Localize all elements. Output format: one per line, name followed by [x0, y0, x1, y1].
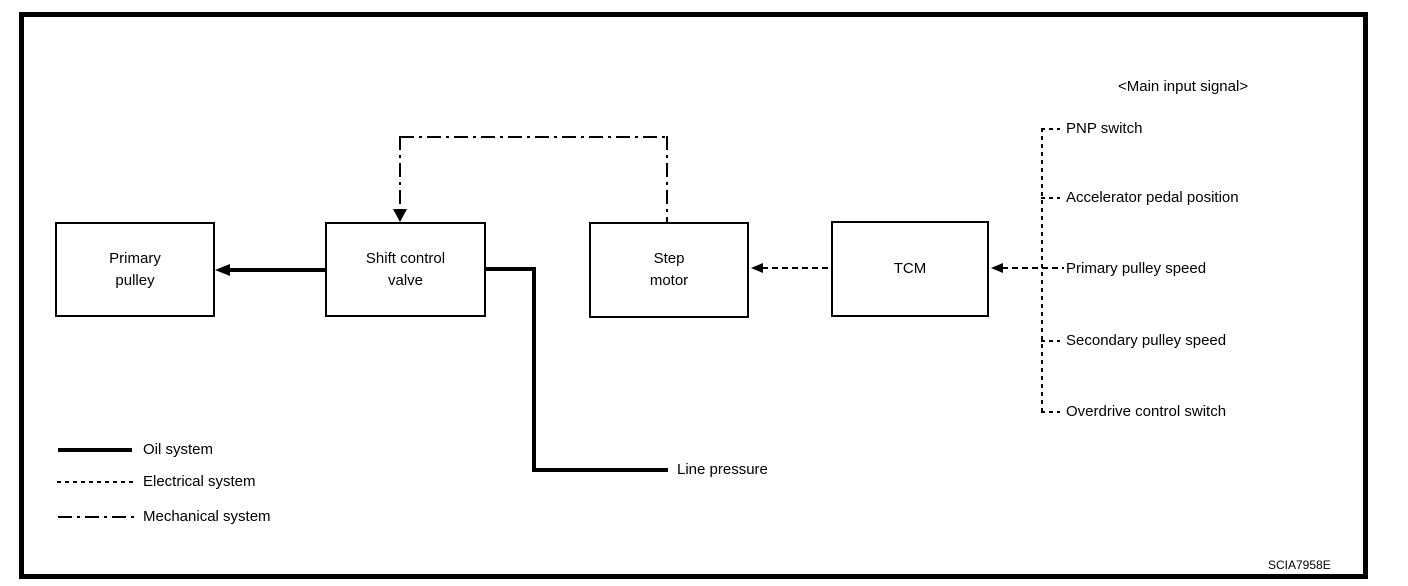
main-input-bus-line [1041, 128, 1043, 413]
box-shift-control-valve-label-line1: Shift control [365, 249, 446, 267]
main-input-tick-5 [1041, 411, 1060, 413]
main-input-item-accelerator-pedal-position: Accelerator pedal position [1066, 189, 1239, 206]
electrical-arrowhead-stepmotor-icon [751, 263, 763, 273]
line-pressure-label: Line pressure [677, 461, 768, 478]
main-input-item-pnp-switch: PNP switch [1066, 120, 1143, 137]
mechanical-arrowhead-down-icon [393, 209, 407, 222]
main-input-tick-1 [1041, 128, 1060, 130]
oil-line-vertical [532, 267, 536, 472]
legend-mechanical-label: Mechanical system [143, 508, 271, 525]
box-step-motor: Step motor [589, 222, 749, 318]
box-step-motor-label-line2: motor [649, 272, 689, 289]
oil-line-valve-right [486, 267, 536, 271]
mechanical-line-down-to-valve [399, 136, 401, 210]
legend-mechanical-line-sample [58, 516, 135, 518]
oil-arrowhead-left-icon [215, 264, 230, 276]
box-primary-pulley: Primary pulley [55, 222, 215, 317]
main-input-item-secondary-pulley-speed: Secondary pulley speed [1066, 332, 1227, 349]
box-shift-control-valve: Shift control valve [325, 222, 486, 317]
box-tcm-label: TCM [893, 260, 927, 277]
legend-electrical-label: Electrical system [143, 473, 256, 490]
main-input-item-overdrive-control-switch: Overdrive control switch [1066, 403, 1227, 420]
legend-oil-line-sample [58, 448, 132, 452]
main-input-tick-4 [1041, 340, 1060, 342]
electrical-arrowhead-tcm-icon [991, 263, 1003, 273]
legend-oil-label: Oil system [143, 441, 214, 458]
box-primary-pulley-label-line1: Primary [109, 249, 161, 267]
mechanical-line-up-from-stepmotor [666, 136, 668, 222]
legend-electrical-line-sample [57, 481, 137, 483]
mechanical-line-horizontal [400, 136, 667, 138]
electrical-line-inputs-to-tcm [1002, 267, 1064, 269]
main-input-item-primary-pulley-speed: Primary pulley speed [1066, 260, 1207, 277]
electrical-line-tcm-to-stepmotor [762, 267, 831, 269]
diagram-border-frame [19, 12, 1368, 579]
box-step-motor-label-line1: Step [653, 250, 685, 267]
box-tcm: TCM [831, 221, 989, 317]
box-shift-control-valve-label-line2: valve [387, 271, 424, 289]
main-input-signal-heading: <Main input signal> [1118, 78, 1249, 95]
figure-code: SCIA7958E [1268, 558, 1331, 572]
oil-line-valve-to-pulley [226, 268, 325, 272]
main-input-tick-2 [1041, 197, 1060, 199]
box-primary-pulley-label-line2: pulley [115, 271, 155, 289]
oil-line-to-line-pressure [532, 468, 668, 472]
